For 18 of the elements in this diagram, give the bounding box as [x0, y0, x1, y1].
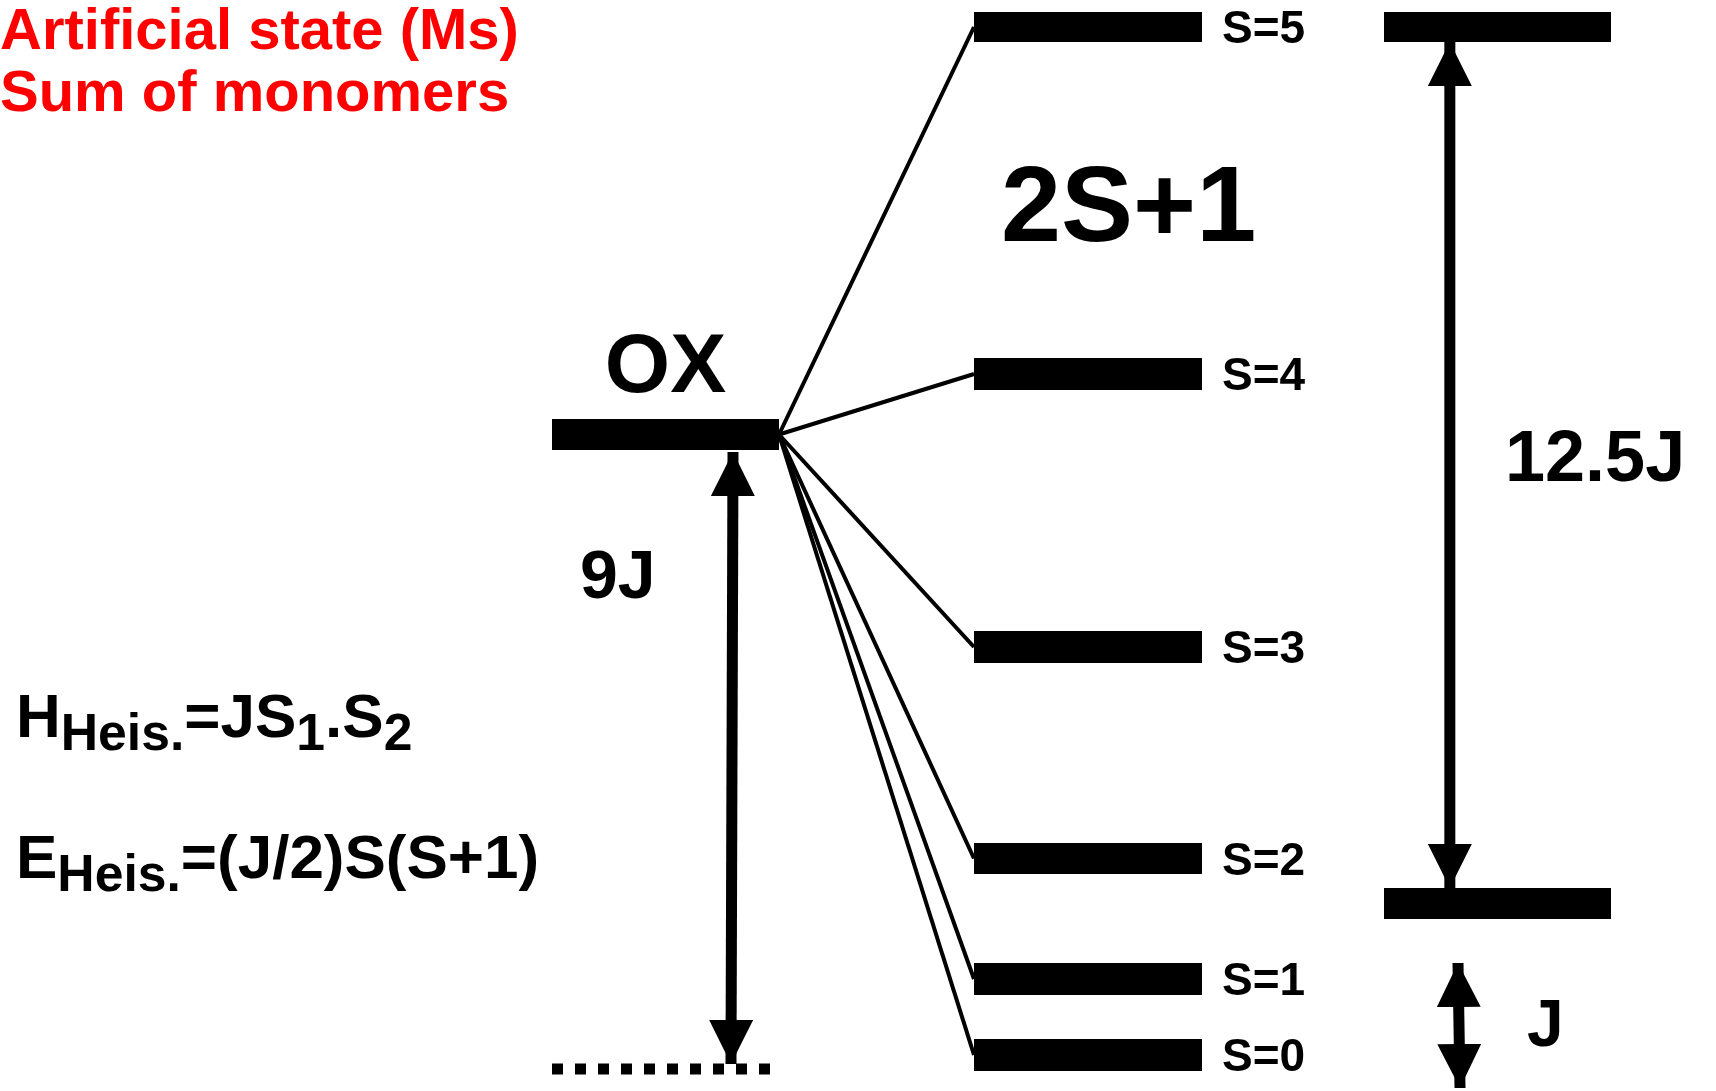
multiplicity-text: 2S+1 [1001, 150, 1257, 258]
level-label: S=3 [1222, 624, 1306, 670]
energy-gap-label: 9J [580, 540, 656, 608]
level-label: S=2 [1222, 835, 1306, 882]
connector-line [1427, 42, 1472, 888]
formula-text: H$_{Heis.}$=JS$_{1}$.S$_{2}$ [16, 685, 413, 760]
energy-gap-label: J [1527, 990, 1564, 1056]
energy-level-bar [1384, 888, 1611, 919]
energy-level-bar [1384, 12, 1611, 42]
heading-text: Sum of monomers [0, 62, 510, 120]
formula-text: E$_{Heis.}$=(J/2)S(S+1) [16, 826, 540, 901]
connector-line [778, 372, 975, 437]
level-label: OX [603, 321, 728, 405]
level-label: S=0 [1222, 1032, 1306, 1078]
energy-gap-label: 12.5J [1505, 420, 1686, 492]
level-label: S=5 [1222, 4, 1306, 50]
level-label: S=1 [1222, 956, 1306, 1002]
level-label: S=4 [1222, 351, 1306, 397]
